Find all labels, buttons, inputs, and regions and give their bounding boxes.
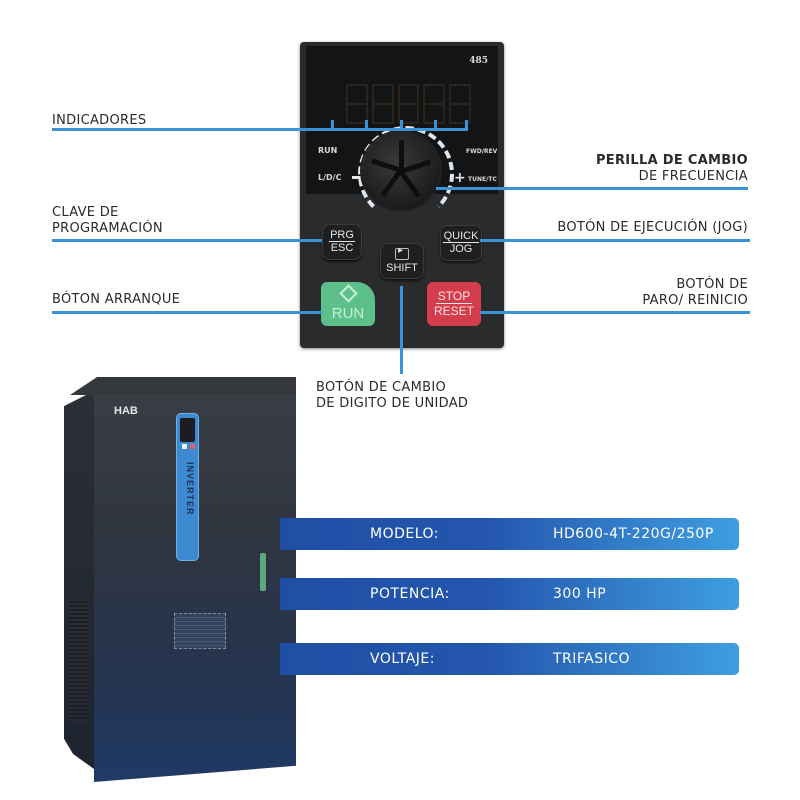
indicator-tune: TUNE/TC — [468, 176, 497, 183]
digit — [346, 84, 368, 124]
prg-label: PRG — [329, 229, 355, 242]
frequency-knob[interactable] — [362, 132, 440, 210]
cabinet-top — [70, 377, 296, 395]
inverter-cabinet-image: HAB INVERTER — [64, 377, 296, 782]
callout-clave-line2: PROGRAMACIÓN — [52, 221, 163, 236]
quick-label: QUICK — [442, 230, 480, 243]
mini-stop-key — [190, 444, 195, 449]
prg-esc-button[interactable]: PRG ESC — [322, 224, 362, 260]
quick-jog-button[interactable]: QUICK JOG — [440, 225, 482, 261]
inverter-text: INVERTER — [185, 462, 195, 516]
spec-key: VOLTAJE: — [370, 651, 435, 667]
callout-digito-line2: DE DIGITO DE UNIDAD — [316, 396, 469, 411]
callout-line-jog — [480, 239, 750, 242]
stop-reset-button[interactable]: STOP RESET — [427, 282, 481, 326]
callout-perilla-line2: DE FRECUENCIA — [638, 169, 748, 184]
indicator-run: RUN — [318, 146, 338, 155]
callout-line-perilla — [436, 187, 748, 190]
callout-paro-line1: BOTÓN DE — [676, 277, 748, 292]
spec-value: 300 HP — [553, 586, 607, 602]
callout-tick — [365, 120, 368, 130]
knob-spoke — [399, 140, 404, 171]
callout-line-paro — [480, 311, 750, 314]
port-label: 485 — [469, 56, 488, 66]
spec-value: HD600-4T-220G/250P — [553, 526, 714, 542]
door-handle — [260, 553, 266, 591]
rating-plate — [174, 613, 226, 649]
callout-arranque: BÓTON ARRANQUE — [52, 292, 181, 307]
cabinet-side — [64, 391, 94, 769]
callout-clave-line1: CLAVE DE — [52, 205, 119, 220]
esc-label: ESC — [330, 242, 354, 254]
plus-icon: + — [454, 170, 466, 186]
minus-icon — [352, 176, 362, 179]
reset-label: RESET — [433, 304, 474, 318]
knob-spoke — [398, 169, 421, 198]
mini-keypad — [180, 418, 195, 442]
knob-spoke — [380, 169, 403, 198]
callout-jog: BOTÓN DE EJECUCIÓN (JOG) — [557, 220, 748, 235]
callout-tick — [465, 120, 468, 130]
run-button[interactable]: RUN — [321, 282, 375, 326]
knob-spoke — [370, 158, 402, 173]
stop-label: STOP — [435, 289, 473, 304]
spec-key: MODELO: — [370, 526, 440, 542]
digit — [397, 84, 420, 124]
callout-perilla-line1: PERILLA DE CAMBIO — [595, 153, 748, 168]
digit — [371, 84, 394, 124]
callout-line-digito — [400, 286, 403, 374]
knob-spoke — [400, 159, 432, 174]
callout-tick — [331, 120, 334, 130]
digit — [423, 84, 446, 124]
indicator-ldc: L/D/C — [318, 173, 342, 182]
run-label: RUN — [331, 304, 365, 322]
spec-value: TRIFASICO — [553, 651, 631, 667]
mini-run-key — [182, 444, 187, 449]
indicator-fwd-rev: FWD/REV — [466, 148, 498, 155]
inverter-strip: INVERTER — [176, 413, 199, 561]
spec-row-potencia: POTENCIA: 300 HP — [280, 578, 739, 610]
brand-logo: HAB — [114, 405, 138, 417]
seven-segment-digits — [346, 84, 471, 124]
callout-line-indicadores — [52, 128, 468, 131]
spec-row-voltaje: VOLTAJE: TRIFASICO — [280, 643, 739, 675]
run-icon — [338, 283, 358, 303]
callout-tick — [434, 120, 437, 130]
callout-paro-line2: PARO/ REINICIO — [642, 293, 748, 308]
spec-row-modelo: MODELO: HD600-4T-220G/250P — [280, 518, 739, 550]
jog-label: JOG — [449, 243, 473, 255]
callout-digito-line1: BOTÓN DE CAMBIO — [316, 380, 446, 395]
callout-indicadores: INDICADORES — [52, 113, 147, 128]
digit — [449, 84, 471, 124]
callout-line-clave — [52, 239, 322, 242]
spec-key: POTENCIA: — [370, 586, 450, 602]
shift-label: SHIFT — [386, 262, 418, 274]
vent-grille — [70, 601, 88, 721]
callout-line-arranque — [52, 311, 322, 314]
callout-tick — [400, 120, 403, 130]
shift-icon — [395, 245, 409, 260]
shift-button[interactable]: SHIFT — [380, 243, 424, 279]
